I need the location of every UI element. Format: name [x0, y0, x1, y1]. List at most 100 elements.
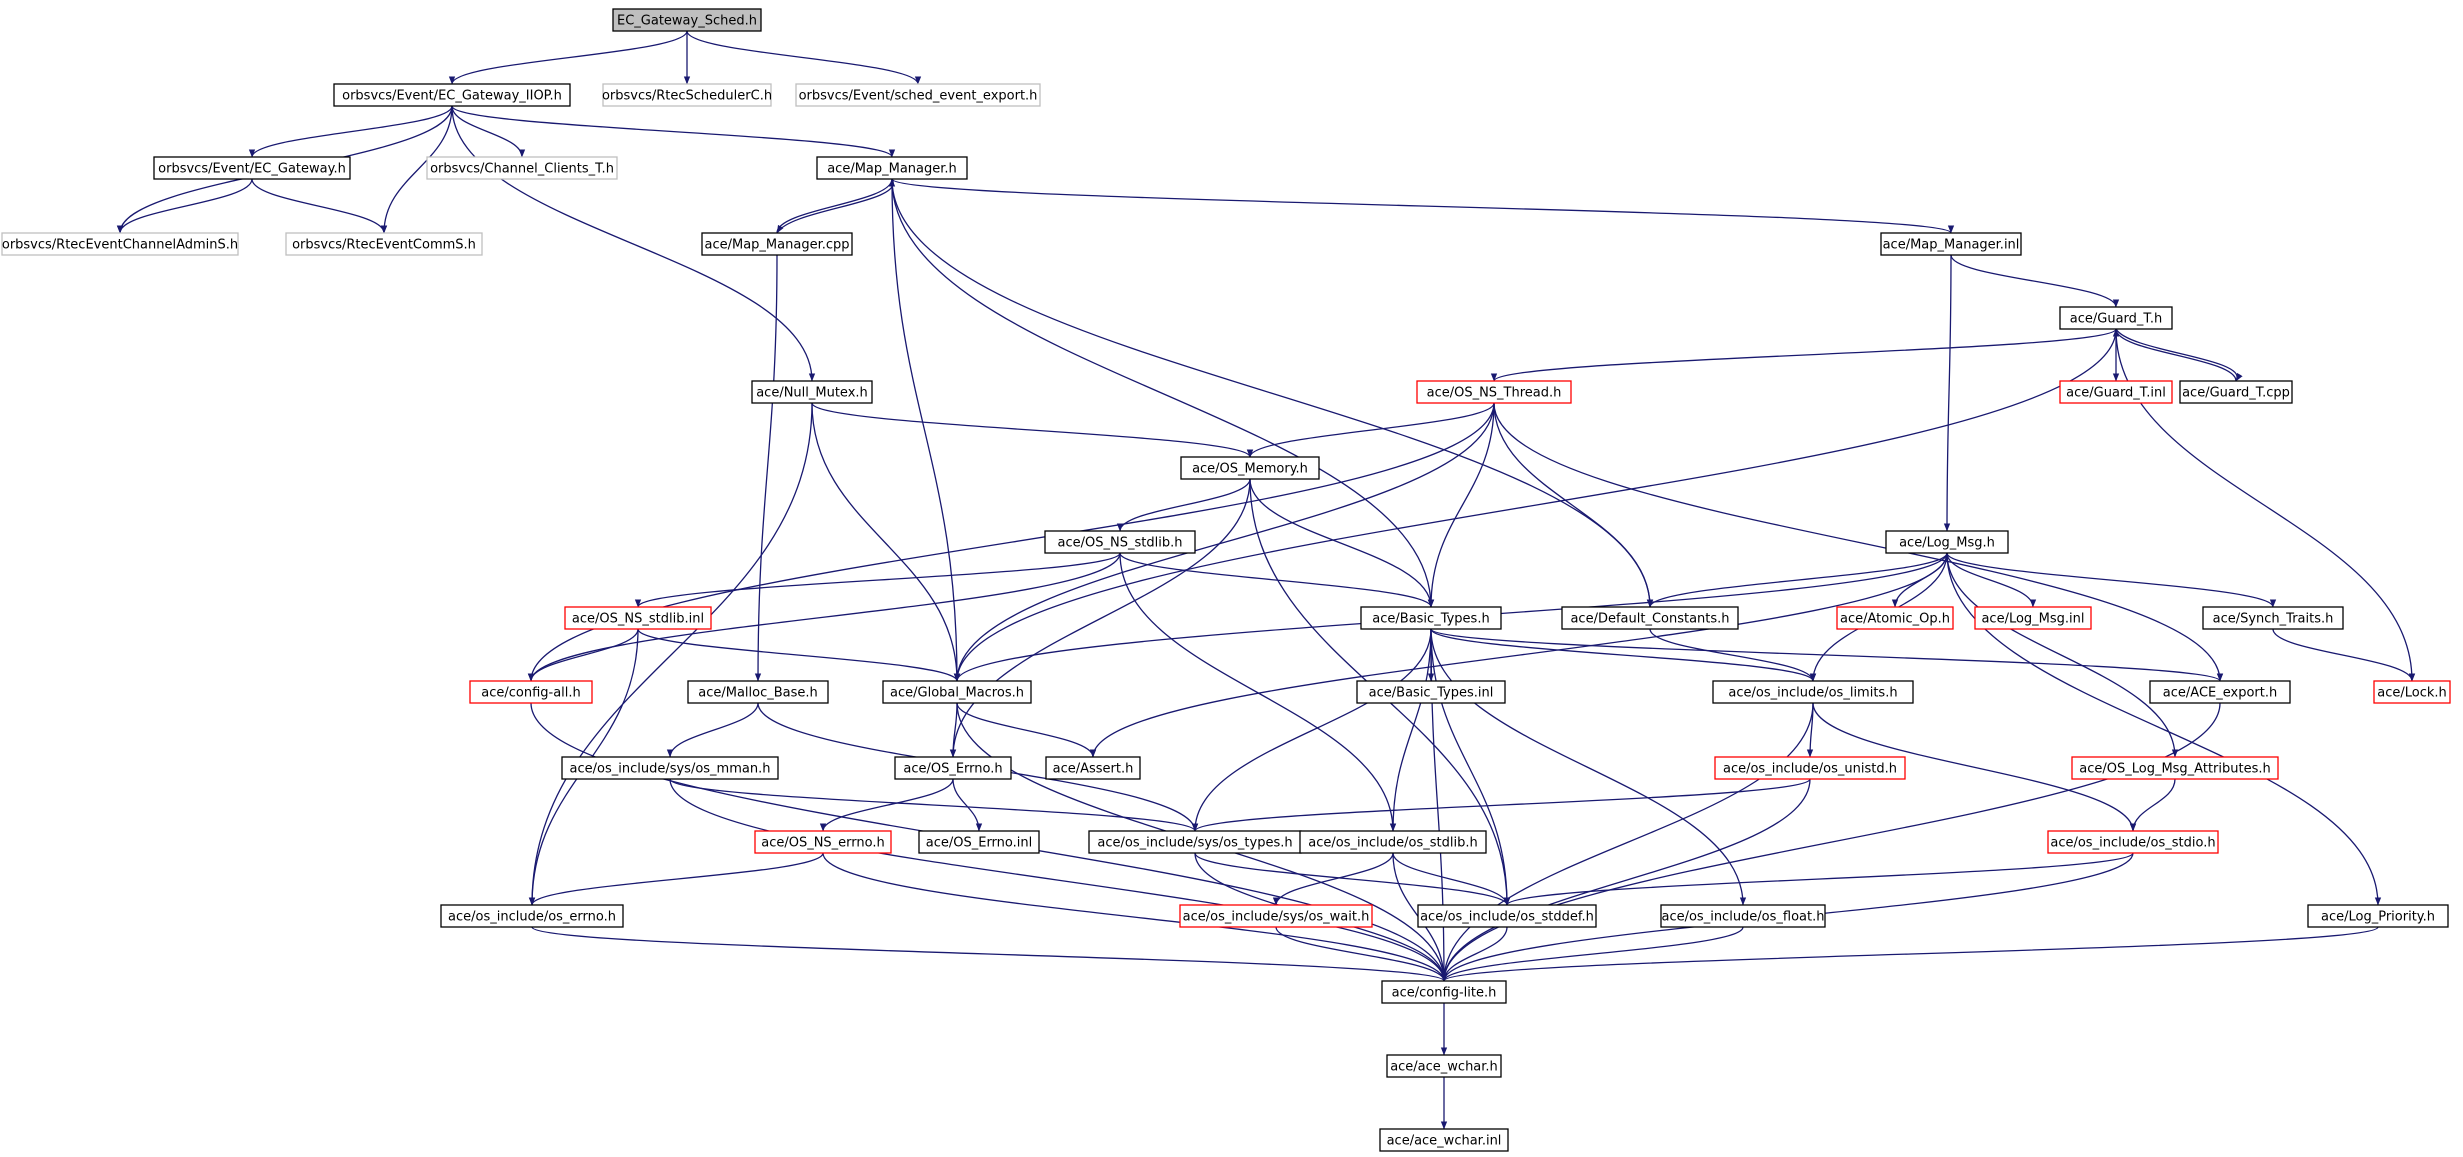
edge-osstdlibh-to-oswait: [1272, 852, 1394, 906]
node-label: ace/ace_wchar.h: [1390, 1060, 1498, 1075]
node-root[interactable]: EC_Gateway_Sched.h: [612, 8, 762, 32]
node-osmemory[interactable]: ace/OS_Memory.h: [1180, 456, 1320, 480]
node-ostypes[interactable]: ace/os_include/sys/os_types.h: [1088, 830, 1302, 854]
node-label: ace/os_include/sys/os_mman.h: [570, 762, 771, 777]
node-box: [1044, 530, 1196, 554]
edge-osstdlib-to-basictypes: [1119, 552, 1435, 608]
edge-guardh-to-osthread: [1491, 328, 2117, 382]
edge-oserrnoh-to-configlite: [531, 926, 1447, 982]
node-label: orbsvcs/RtecEventChannelAdminS.h: [2, 238, 238, 253]
node-box: [1386, 1054, 1502, 1078]
node-box: [894, 756, 1012, 780]
node-synch[interactable]: ace/Synch_Traits.h: [2202, 606, 2344, 630]
node-oswait[interactable]: ace/os_include/sys/os_wait.h: [1179, 904, 1373, 928]
node-label: ace/os_include/os_limits.h: [1728, 686, 1897, 701]
node-osunistd[interactable]: ace/os_include/os_unistd.h: [1714, 756, 1906, 780]
node-guardinl[interactable]: ace/Guard_T.inl: [2059, 380, 2173, 404]
node-nullmutex[interactable]: ace/Null_Mutex.h: [751, 380, 873, 404]
node-logmsg[interactable]: ace/Log_Msg.h: [1885, 530, 2009, 554]
node-osstddef[interactable]: ace/os_include/os_stddef.h: [1417, 904, 1597, 928]
node-box: [1880, 232, 2022, 256]
node-iiop[interactable]: orbsvcs/Event/EC_Gateway_IIOP.h: [333, 83, 571, 107]
node-mapinl[interactable]: ace/Map_Manager.inl: [1880, 232, 2022, 256]
node-label: ace/os_include/os_stdio.h: [2050, 836, 2215, 851]
node-osfloat[interactable]: ace/os_include/os_float.h: [1660, 904, 1826, 928]
edge-basictypes-to-ostypes: [1191, 628, 1432, 832]
edge-guardh-to-globalmacros: [953, 328, 2117, 682]
node-basicinl[interactable]: ace/Basic_Types.inl: [1356, 680, 1506, 704]
node-atomic[interactable]: ace/Atomic_Op.h: [1836, 606, 1954, 630]
edge-osstddef-to-configlite: [1440, 926, 1508, 982]
node-mapcpp[interactable]: ace/Map_Manager.cpp: [701, 232, 853, 256]
node-stdlibinl[interactable]: ace/OS_NS_stdlib.inl: [564, 606, 712, 630]
node-box: [701, 232, 853, 256]
node-label: orbsvcs/Event/EC_Gateway.h: [158, 162, 346, 177]
edge-stdlibinl-to-configall: [527, 628, 639, 682]
node-wcharh[interactable]: ace/ace_wchar.h: [1386, 1054, 1502, 1078]
edge-mapinl-to-logmsg: [1943, 254, 1952, 532]
node-assert[interactable]: ace/Assert.h: [1045, 756, 1141, 780]
node-osmman[interactable]: ace/os_include/sys/os_mman.h: [561, 756, 779, 780]
edge-oserrno-to-nserrno: [819, 778, 954, 832]
edge-osthread-to-globalmacros: [953, 402, 1495, 682]
node-label: ace/OS_Log_Msg_Attributes.h: [2079, 762, 2270, 777]
node-rtecadmin: orbsvcs/RtecEventChannelAdminS.h: [1, 232, 239, 256]
edge-mapmgr-to-basictypes: [891, 178, 1435, 608]
node-osstdlibh[interactable]: ace/os_include/os_stdlib.h: [1299, 830, 1487, 854]
node-logmsginl[interactable]: ace/Log_Msg.inl: [1974, 606, 2092, 630]
node-defconst[interactable]: ace/Default_Constants.h: [1561, 606, 1739, 630]
node-basictypes[interactable]: ace/Basic_Types.h: [1360, 606, 1502, 630]
node-label: ace/os_include/os_errno.h: [448, 910, 616, 925]
node-osthread[interactable]: ace/OS_NS_Thread.h: [1416, 380, 1572, 404]
node-logattr[interactable]: ace/OS_Log_Msg_Attributes.h: [2071, 756, 2279, 780]
edge-logmsg-to-logattr: [1946, 552, 2179, 758]
edge-basictypes-to-osstdlibh: [1389, 628, 1432, 832]
edge-ecgw-to-rtecadmin: [116, 178, 253, 234]
node-guardcpp[interactable]: ace/Guard_T.cpp: [2179, 380, 2293, 404]
edge-oserrno-to-errnoinl: [952, 778, 983, 832]
edge-iiop-to-rteccomm: [380, 105, 453, 234]
node-oserrno[interactable]: ace/OS_Errno.h: [894, 756, 1012, 780]
edge-aceexport-to-configlite: [1440, 702, 2221, 982]
node-ecgw[interactable]: orbsvcs/Event/EC_Gateway.h: [153, 156, 351, 180]
node-logprio[interactable]: ace/Log_Priority.h: [2307, 904, 2449, 928]
node-aceexport[interactable]: ace/ACE_export.h: [2149, 680, 2291, 704]
edge-iiop-to-ecgw: [248, 105, 453, 158]
node-schedexp: orbsvcs/Event/sched_event_export.h: [795, 83, 1041, 107]
node-box: [816, 156, 968, 180]
node-osstdio[interactable]: ace/os_include/os_stdio.h: [2047, 830, 2219, 854]
node-label: ace/OS_Memory.h: [1192, 462, 1308, 477]
node-box: [1660, 904, 1826, 928]
node-box: [469, 680, 593, 704]
node-oserrnoh[interactable]: ace/os_include/os_errno.h: [440, 904, 624, 928]
node-label: ace/ACE_export.h: [2163, 686, 2277, 701]
node-errnoinl[interactable]: ace/OS_Errno.inl: [918, 830, 1040, 854]
node-label: ace/Basic_Types.inl: [1369, 686, 1494, 701]
node-label: ace/OS_NS_errno.h: [761, 836, 885, 851]
node-configall[interactable]: ace/config-all.h: [469, 680, 593, 704]
edge-nserrno-to-oserrnoh: [528, 852, 824, 906]
node-configlite[interactable]: ace/config-lite.h: [1381, 980, 1507, 1004]
node-label: ace/os_include/os_stddef.h: [1420, 910, 1594, 925]
node-label: ace/Log_Priority.h: [2321, 910, 2435, 925]
node-rteccomm: orbsvcs/RtecEventCommS.h: [285, 232, 483, 256]
node-wcharinl[interactable]: ace/ace_wchar.inl: [1379, 1128, 1509, 1152]
node-guardh[interactable]: ace/Guard_T.h: [2059, 306, 2173, 330]
node-osstdlib[interactable]: ace/OS_NS_stdlib.h: [1044, 530, 1196, 554]
node-lock[interactable]: ace/Lock.h: [2373, 680, 2451, 704]
node-mapmgr[interactable]: ace/Map_Manager.h: [816, 156, 968, 180]
edge-logmsg-to-logmsginl: [1946, 552, 2037, 608]
edge-mapmgr-to-globalmacros: [891, 178, 961, 682]
node-box: [612, 8, 762, 32]
node-box: [1417, 904, 1597, 928]
node-label: ace/Assert.h: [1053, 762, 1134, 777]
node-nserrno[interactable]: ace/OS_NS_errno.h: [754, 830, 892, 854]
node-label: ace/OS_Errno.inl: [926, 836, 1032, 851]
node-oslimits[interactable]: ace/os_include/os_limits.h: [1712, 680, 1914, 704]
edge-osthread-to-basictypes: [1427, 402, 1495, 608]
edge-iiop-to-chclients: [451, 105, 526, 158]
node-globalmacros[interactable]: ace/Global_Macros.h: [882, 680, 1032, 704]
node-malloc[interactable]: ace/Malloc_Base.h: [687, 680, 829, 704]
edge-guardcpp-to-guardh: [2112, 328, 2237, 382]
